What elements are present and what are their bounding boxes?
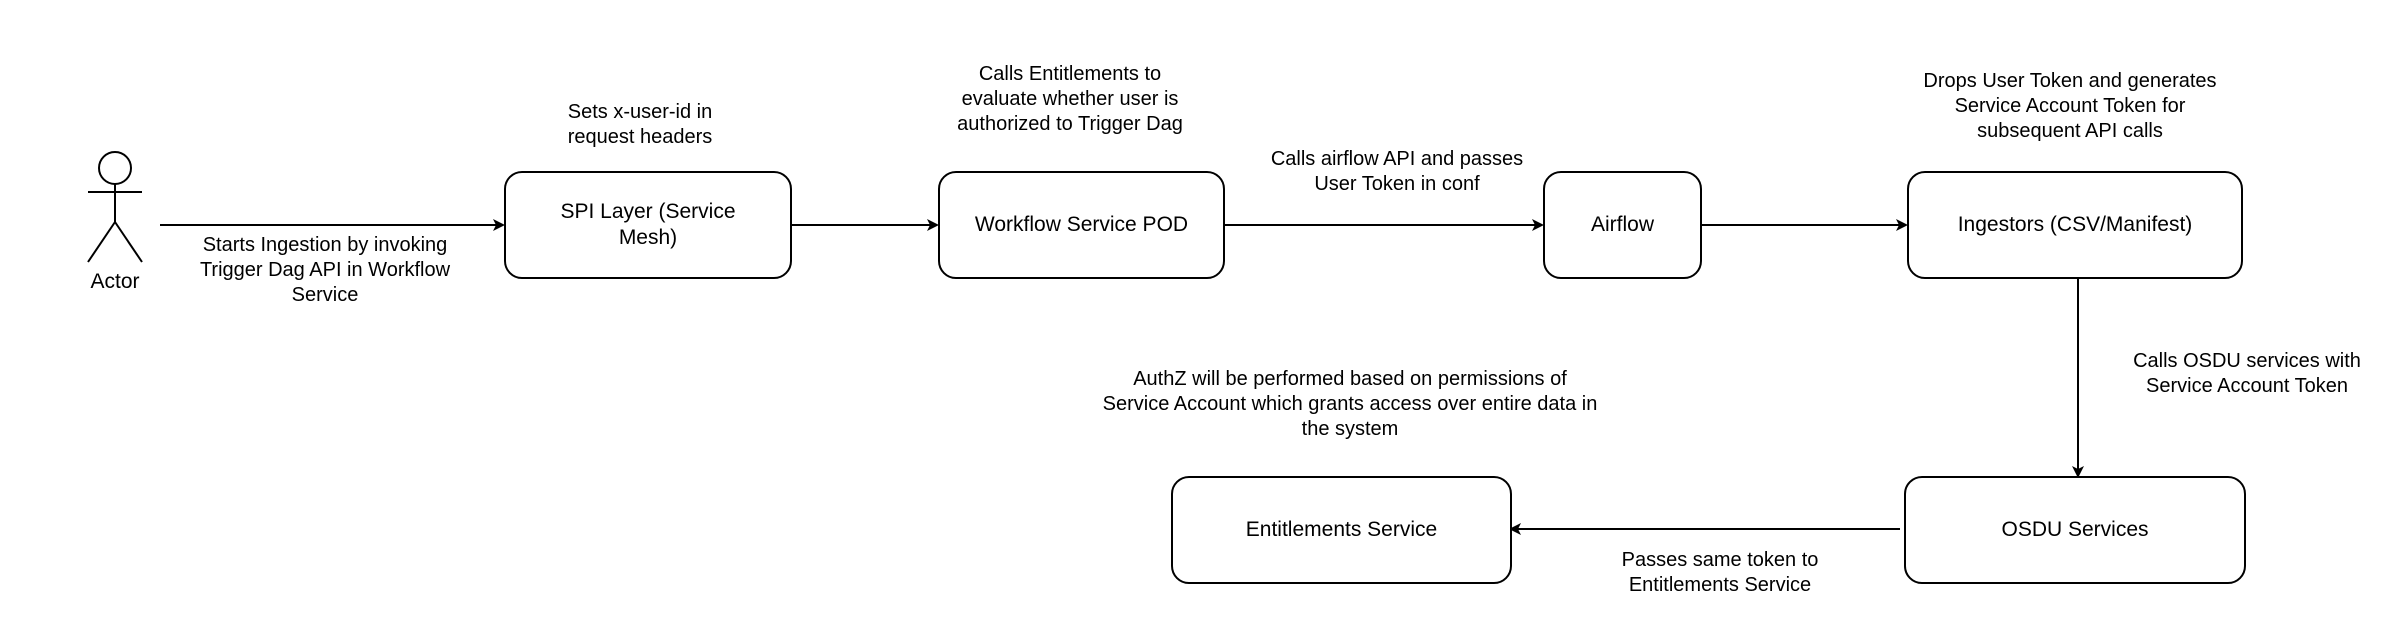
node-ingestors: Ingestors (CSV/Manifest) xyxy=(1907,171,2243,279)
label-workflow-note: Calls Entitlements to evaluate whether u… xyxy=(957,63,1183,136)
node-spi-layer: SPI Layer (Service Mesh) xyxy=(504,171,792,279)
node-workflow-service: Workflow Service POD xyxy=(938,171,1225,279)
node-airflow: Airflow xyxy=(1543,171,1702,279)
actor-icon xyxy=(87,151,143,263)
label-ingestors-note: Drops User Token and generates Service A… xyxy=(1923,70,2217,143)
label-spi-note: Sets x-user-id in request headers xyxy=(567,101,713,149)
label-osdu-to-entitlements: Passes same token to Entitlements Servic… xyxy=(1621,549,1819,597)
label-actor-to-spi: Starts Ingestion by invoking Trigger Dag… xyxy=(199,234,451,307)
node-entitlements-service: Entitlements Service xyxy=(1171,476,1512,584)
node-osdu-services: OSDU Services xyxy=(1904,476,2246,584)
actor-label: Actor xyxy=(90,270,140,293)
label-workflow-to-airflow: Calls airflow API and passes User Token … xyxy=(1270,148,1524,196)
label-entitlements-note: AuthZ will be performed based on permiss… xyxy=(1102,368,1598,441)
label-ingestors-to-osdu: Calls OSDU services with Service Account… xyxy=(2133,350,2361,398)
